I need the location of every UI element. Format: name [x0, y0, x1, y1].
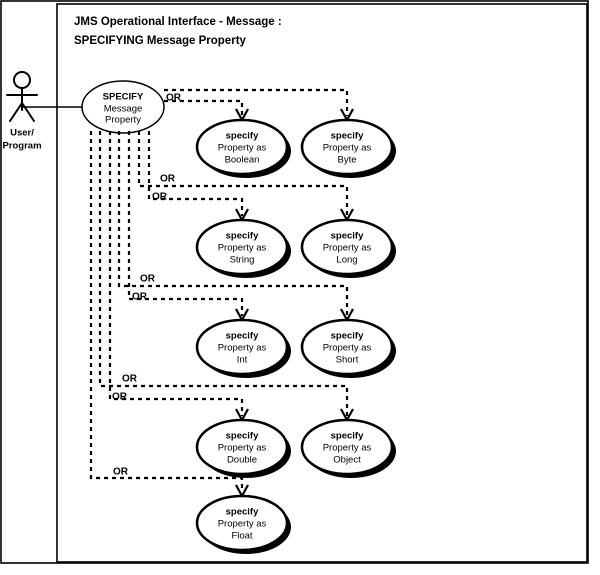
use-case-line-3: Object	[333, 455, 361, 466]
use-case-line-1: specify	[226, 231, 259, 242]
or-label-string-1: OR	[160, 174, 176, 185]
use-case-specify-property-as-int[interactable]: specify Property as Int	[195, 318, 291, 378]
use-case-ellipse	[300, 418, 394, 476]
user-program-actor[interactable]: User/ Program	[2, 71, 42, 152]
use-case-specify-property-as-byte[interactable]: specify Property as Byte	[300, 118, 396, 178]
or-label-int-2: OR	[132, 292, 148, 303]
use-case-line-3: Int	[237, 355, 248, 366]
root-use-case-ellipse	[81, 80, 165, 134]
use-case-line-2: Property as	[323, 243, 372, 254]
actor-label-line-2: Program	[2, 141, 41, 152]
or-label-double-2: OR	[112, 392, 128, 403]
use-case-line-2: Property as	[323, 443, 372, 454]
use-case-line-3: Short	[336, 355, 359, 366]
link-root-to-string	[147, 131, 244, 216]
use-case-line-3: Byte	[337, 155, 356, 166]
use-case-specify-property-as-string[interactable]: specify Property as String	[195, 218, 291, 278]
use-case-line-1: specify	[226, 131, 259, 142]
use-case-specify-property-as-boolean[interactable]: specify Property as Boolean	[195, 118, 291, 178]
diagram-title-line-1: JMS Operational Interface - Message :	[74, 16, 282, 28]
link-root-to-long	[137, 131, 349, 216]
system-boundary	[56, 3, 588, 563]
use-case-ellipse	[195, 418, 289, 476]
use-case-line-2: Property as	[218, 519, 267, 530]
actor-head-icon	[13, 71, 31, 89]
link-root-to-int	[127, 131, 244, 316]
link-root-to-float	[89, 131, 244, 492]
use-case-ellipse	[300, 218, 394, 276]
or-label-top-boolean: OR	[166, 93, 182, 104]
use-case-line-1: specify	[331, 131, 364, 142]
use-case-line-3: Double	[227, 455, 257, 466]
use-case-line-3: String	[230, 255, 255, 266]
or-label-string-2: OR	[152, 192, 168, 203]
outer-frame	[0, 0, 589, 564]
use-case-specify-property-as-double[interactable]: specify Property as Double	[195, 418, 291, 478]
use-case-line-3: Boolean	[225, 155, 260, 166]
use-case-line-2: Property as	[218, 143, 267, 154]
use-case-line-1: specify	[226, 331, 259, 342]
use-case-specify-property-as-float[interactable]: specify Property as Float	[195, 494, 291, 554]
use-case-specify-property-as-long[interactable]: specify Property as Long	[300, 218, 396, 278]
root-use-case-line-2: Message	[104, 104, 143, 115]
link-root-to-boolean	[164, 99, 244, 116]
use-case-line-3: Float	[231, 531, 252, 542]
use-case-line-2: Property as	[323, 343, 372, 354]
use-case-line-2: Property as	[218, 443, 267, 454]
use-case-line-3: Long	[336, 255, 357, 266]
root-use-case-line-3: Property	[105, 115, 141, 126]
root-use-case-specify-message-property[interactable]: SPECIFY Message Property	[81, 80, 165, 134]
or-label-int-1: OR	[140, 274, 156, 285]
link-root-to-double	[108, 131, 244, 416]
use-case-line-1: specify	[226, 507, 259, 518]
actor-label-line-1: User/	[10, 128, 34, 139]
or-label-float: OR	[113, 467, 129, 478]
diagram-title-line-2: SPECIFYING Message Property	[74, 35, 247, 47]
use-case-line-2: Property as	[218, 343, 267, 354]
link-root-to-byte	[164, 88, 349, 116]
use-case-ellipse	[300, 118, 394, 176]
or-label-double-1: OR	[122, 374, 138, 385]
use-case-line-1: specify	[331, 231, 364, 242]
use-case-specify-property-as-short[interactable]: specify Property as Short	[300, 318, 396, 378]
use-case-line-1: specify	[226, 431, 259, 442]
use-case-line-1: specify	[331, 431, 364, 442]
use-case-ellipse	[195, 218, 289, 276]
use-case-specify-property-as-object[interactable]: specify Property as Object	[300, 418, 396, 478]
use-case-ellipse	[195, 494, 289, 552]
use-case-ellipse	[300, 318, 394, 376]
use-case-line-2: Property as	[323, 143, 372, 154]
actor-left-leg-icon	[9, 102, 23, 122]
use-case-ellipse	[195, 318, 289, 376]
link-root-to-object	[98, 131, 349, 416]
use-case-line-2: Property as	[218, 243, 267, 254]
use-case-ellipse	[195, 118, 289, 176]
actor-right-leg-icon	[21, 102, 35, 122]
root-use-case-line-1: SPECIFY	[103, 92, 144, 103]
use-case-line-1: specify	[331, 331, 364, 342]
